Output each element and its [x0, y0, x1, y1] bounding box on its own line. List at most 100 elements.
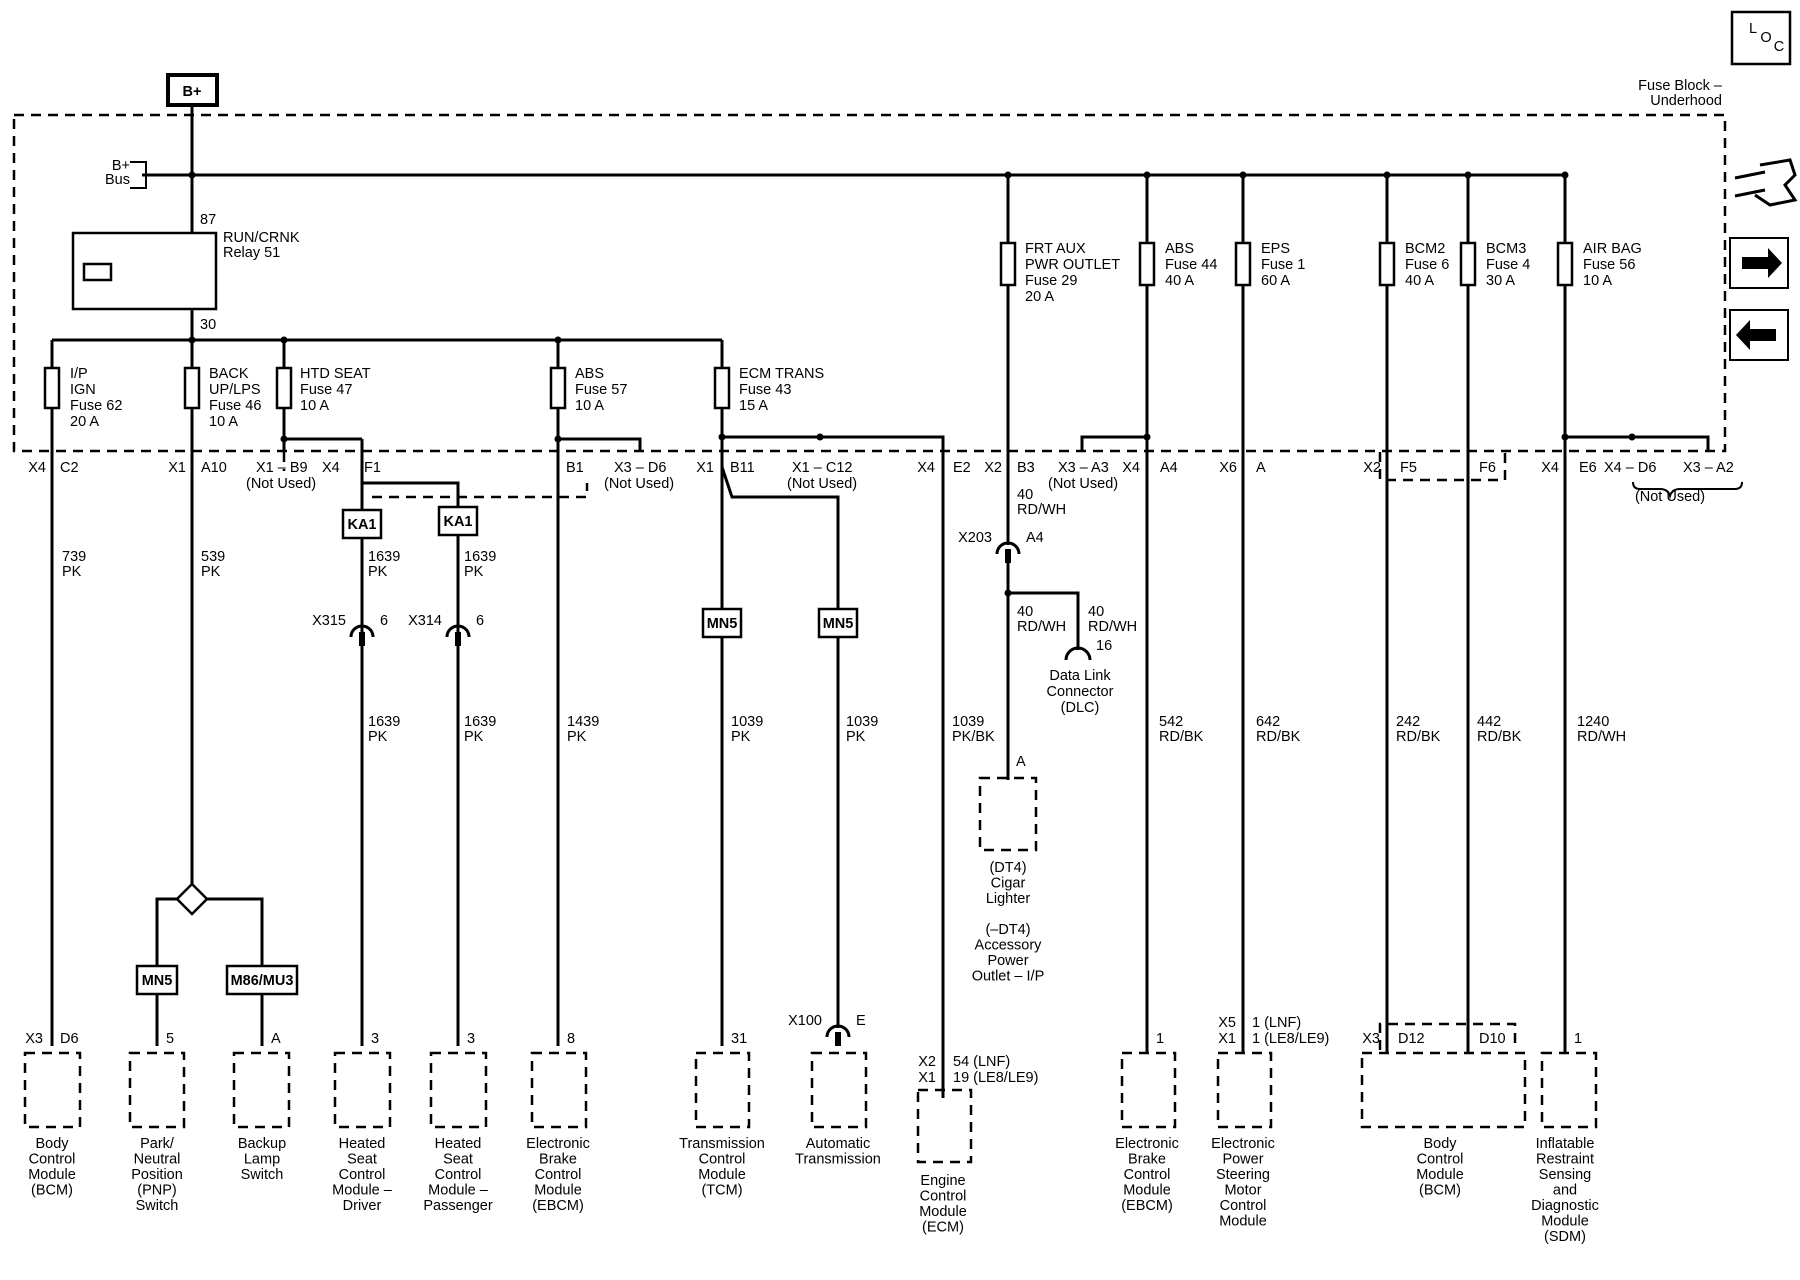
module-pin: D10 [1479, 1031, 1506, 1047]
wire-40-label: RD/WH [1088, 619, 1137, 635]
connector-x203-id: X203 [958, 530, 992, 546]
fuse-abs-44 [1138, 241, 1156, 287]
module-7-outline [810, 1051, 868, 1129]
wire-40-label: 40 [1088, 604, 1104, 620]
module-2-label: Switch [241, 1167, 284, 1183]
module-0-label: (BCM) [31, 1183, 73, 1199]
option-ka1-driver-box [341, 508, 383, 540]
module-pin: X3 [25, 1031, 43, 1047]
option-m86-box [225, 964, 299, 996]
pin-x1: X1 [696, 460, 714, 476]
wire-1240-label: 1240 [1577, 714, 1609, 730]
connector-x100-pin [835, 1032, 841, 1046]
wire-40-label: 40 [1017, 487, 1033, 503]
option-mn5-pnp-box [135, 964, 179, 996]
module-0-label: Control [29, 1152, 76, 1168]
fuse-htd-seat-label: 10 A [300, 398, 329, 414]
pin-x6: X6 [1219, 460, 1237, 476]
module-4-label: Heated [435, 1136, 482, 1152]
module-12-outline [1540, 1051, 1598, 1129]
module-12-label: Sensing [1539, 1167, 1591, 1183]
pin-x3-a3: X3 – A3 [1058, 460, 1109, 476]
pin-not-used: (Not Used) [787, 476, 857, 492]
wire-1039-label: PK [731, 729, 751, 745]
fuse-bcm2-label: Fuse 6 [1405, 257, 1449, 273]
cigar-label: Outlet – I/P [972, 969, 1045, 985]
connector-x100-id: X100 [788, 1013, 822, 1029]
splice-dot [1628, 433, 1636, 441]
module-12-label: Diagnostic [1531, 1198, 1599, 1214]
wire-1439-label: PK [567, 729, 587, 745]
module-3-label: Seat [347, 1152, 377, 1168]
wire-1039-label: 1039 [731, 714, 763, 730]
wire-1639-label: PK [368, 564, 388, 580]
module-0-label: Body [35, 1136, 69, 1152]
module-6-label: Module [698, 1167, 746, 1183]
module-pin: 1 [1156, 1031, 1164, 1047]
pin-x3-a2: X3 – A2 [1683, 460, 1734, 476]
wire-1039-label: 1039 [846, 714, 878, 730]
cigar-label: Power [987, 953, 1028, 969]
fuse-htd-seat [275, 366, 293, 410]
arrow-right-icon [1742, 248, 1782, 278]
fuse-air-bag-label: 10 A [1583, 273, 1612, 289]
fuse-bcm3-label: 30 A [1486, 273, 1515, 289]
pin-a: A [1256, 460, 1266, 476]
module-9-label: Control [1124, 1167, 1171, 1183]
pin-not-used: (Not Used) [1048, 476, 1118, 492]
wire-1639-label: PK [464, 729, 484, 745]
fuse-ip-ign-label: IGN [70, 382, 96, 398]
pin-x2: X2 [1363, 460, 1381, 476]
fuse-eps-label: 60 A [1261, 273, 1290, 289]
splice-diamond [175, 882, 209, 916]
module-1-label: Park/ [140, 1136, 175, 1152]
wire-40-label: RD/WH [1017, 619, 1066, 635]
loc-c: C [1774, 39, 1784, 55]
module-11-label: (BCM) [1419, 1183, 1461, 1199]
pin-b1: B1 [566, 460, 584, 476]
relay-coil [82, 262, 113, 282]
module-9-label: Electronic [1115, 1136, 1179, 1152]
wire-539-label: 539 [201, 549, 225, 565]
module-pin: 1 (LE8/LE9) [1252, 1031, 1329, 1047]
module-3-label: Heated [339, 1136, 386, 1152]
wire-242-label: 242 [1396, 714, 1420, 730]
pin-x4: X4 [1541, 460, 1559, 476]
fuse-bcm3 [1459, 241, 1477, 287]
module-9-label: Brake [1128, 1152, 1166, 1168]
module-6-label: Transmission [679, 1136, 765, 1152]
module-10-label: Power [1222, 1152, 1263, 1168]
module-11-label: Module [1416, 1167, 1464, 1183]
bplus-box [166, 73, 219, 107]
fuse-air-bag [1556, 241, 1574, 287]
module-8-label: Engine [920, 1173, 965, 1189]
wire-1240-label: RD/WH [1577, 729, 1626, 745]
module-10-label: Module [1219, 1214, 1267, 1230]
splice-dot [1561, 171, 1569, 179]
module-8-label: Module [919, 1204, 967, 1220]
module-4-label: Control [435, 1167, 482, 1183]
wire-539-backup [207, 897, 264, 1046]
wire-642-label: RD/BK [1256, 729, 1301, 745]
fuse-ecm-trans [713, 366, 731, 410]
fuse-eps-label: Fuse 1 [1261, 257, 1305, 273]
module-pin: 3 [467, 1031, 475, 1047]
fuse-eps-label: EPS [1261, 241, 1290, 257]
not-used-brace [1632, 481, 1743, 500]
cigar-label: Accessory [975, 938, 1043, 954]
relay-label: RUN/CRNK [223, 230, 300, 246]
cigar-label: Cigar [991, 876, 1026, 892]
pin-b3: B3 [1017, 460, 1035, 476]
module-3-outline [333, 1051, 392, 1129]
module-10-label: Steering [1216, 1167, 1270, 1183]
module-11-outline [1360, 1051, 1527, 1129]
module-9-label: Module [1123, 1183, 1171, 1199]
module-pin: X1 [1218, 1031, 1236, 1047]
wire-40-label: RD/WH [1017, 502, 1066, 518]
wrench-arrows-icon[interactable] [1734, 158, 1798, 207]
fuse-air-bag-label: AIR BAG [1583, 241, 1642, 257]
splice-dot [1004, 589, 1012, 597]
connector-x314-id: X314 [408, 613, 442, 629]
pin-a4: A4 [1160, 460, 1178, 476]
